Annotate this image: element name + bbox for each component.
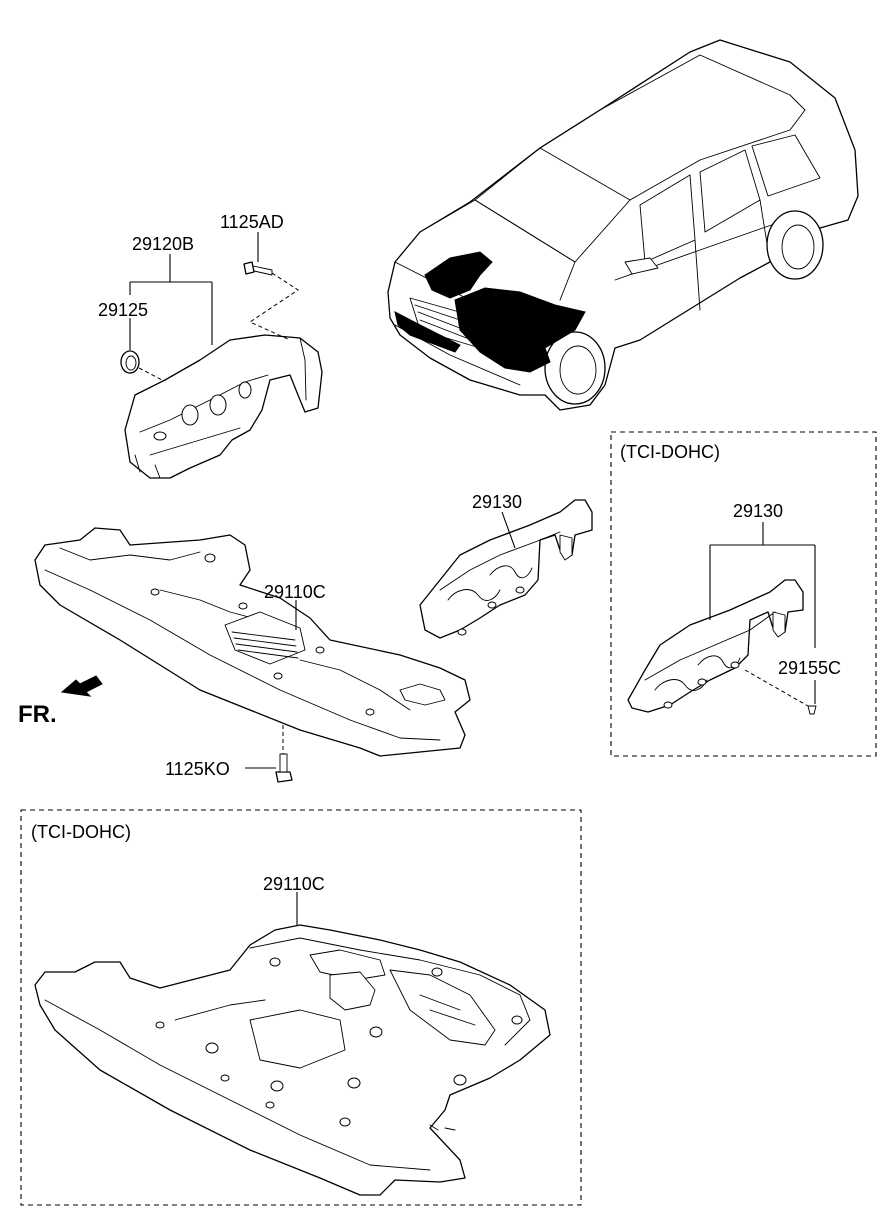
- label-box-right-title: (TCI-DOHC): [620, 442, 720, 462]
- label-front-direction: FR.: [18, 701, 57, 728]
- label-1125AD: 1125AD: [220, 212, 284, 232]
- arrow-left-down-icon: [60, 675, 103, 697]
- label-29125: 29125: [98, 300, 148, 320]
- variant-box-bottom: [20, 809, 582, 1206]
- install-line-1125AD: [248, 272, 299, 341]
- part-29110C-undercover: [34, 527, 471, 757]
- label-29130-main: 29130: [472, 492, 522, 512]
- part-29130-bracket-variant: [627, 579, 804, 713]
- install-line-29125: [138, 367, 163, 381]
- label-29155C: 29155C: [778, 658, 841, 678]
- part-29120B-cover: [124, 334, 323, 479]
- label-box-bottom-title: (TCI-DOHC): [31, 822, 131, 842]
- label-29130-box: 29130: [733, 501, 783, 521]
- label-1125KO: 1125KO: [165, 759, 230, 779]
- vehicle-illustration: [387, 39, 859, 411]
- install-line-29155C: [744, 669, 809, 707]
- part-29130-bracket: [419, 499, 593, 639]
- label-29110C-main: 29110C: [264, 582, 326, 602]
- part-29125-seal: [120, 350, 140, 374]
- label-29110C-box: 29110C: [263, 874, 325, 894]
- variant-box-right: [610, 431, 877, 757]
- leader-29120B: [129, 254, 213, 345]
- part-29110C-undercover-variant: [34, 924, 551, 1196]
- leader-29130-main: [501, 511, 516, 549]
- leader-29130-box: [709, 522, 816, 648]
- label-29120B: 29120B: [132, 234, 194, 254]
- part-1125KO-bolt: [275, 753, 293, 783]
- part-29155C-clip: [807, 705, 817, 715]
- part-1125AD-bolt: [243, 261, 273, 276]
